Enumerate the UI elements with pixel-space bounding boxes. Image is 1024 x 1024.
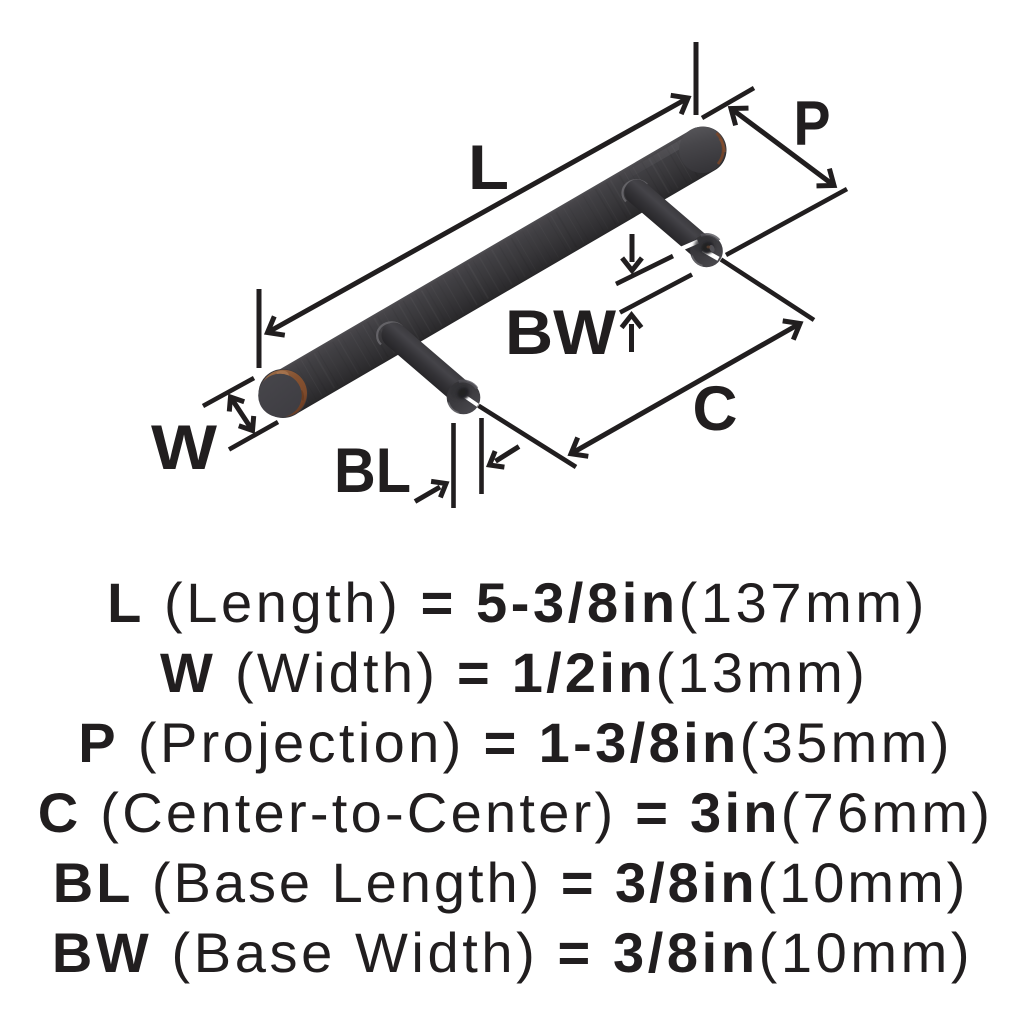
svg-text:BW: BW <box>505 298 617 368</box>
svg-text:P: P <box>794 89 831 159</box>
svg-text:BL: BL <box>334 436 411 506</box>
svg-text:W: W <box>151 413 218 483</box>
svg-text:L: L <box>468 133 509 203</box>
svg-text:C: C <box>693 374 738 444</box>
